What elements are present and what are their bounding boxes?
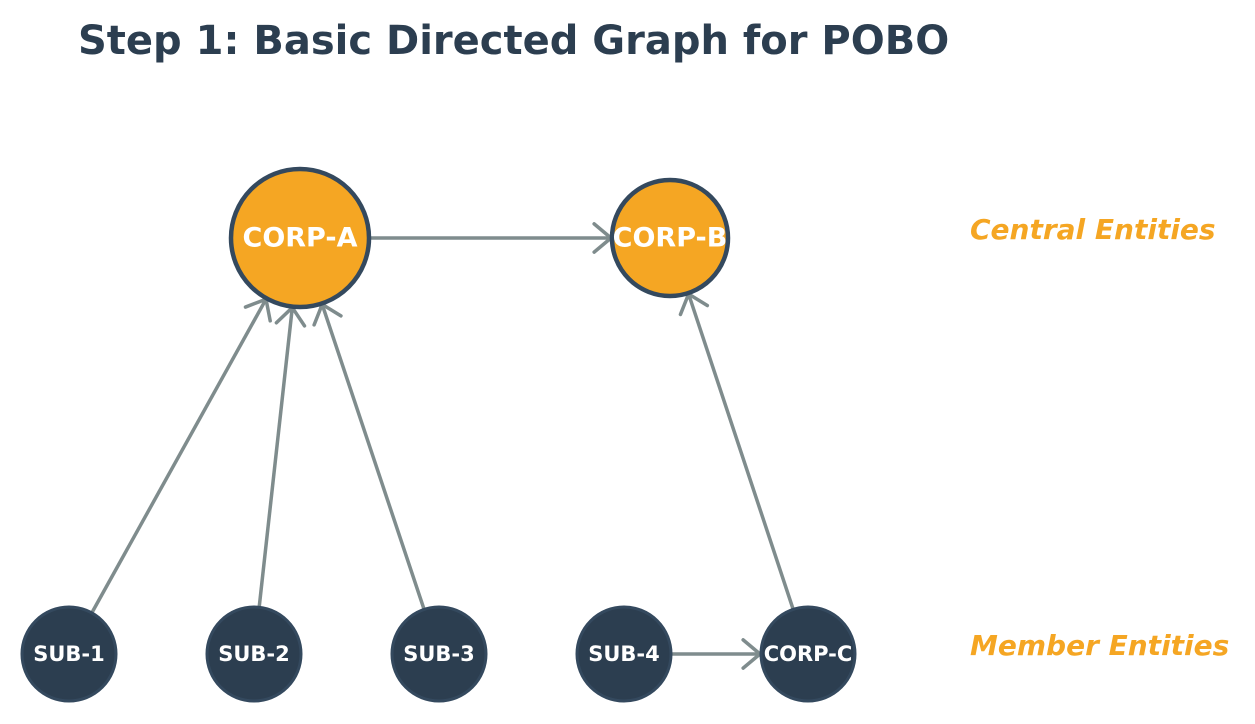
edge-line: [686, 293, 795, 610]
edge-line: [257, 307, 295, 608]
node-sub-3: SUB-3: [390, 605, 488, 703]
diagram-title: Step 1: Basic Directed Graph for POBO: [78, 18, 949, 64]
edge-sub-1-to-corp-a: [90, 297, 272, 614]
node-label: SUB-3: [403, 642, 475, 666]
nodes-layer: CORP-A CORP-B SUB-1 SUB-2 SUB-3 SUB-4 CORP-C: [20, 166, 857, 703]
edge-corp-c-to-corp-b: [678, 292, 795, 610]
node-circle: [205, 605, 303, 703]
node-circle: [228, 166, 372, 310]
node-label: SUB-2: [218, 642, 290, 666]
node-label: CORP-A: [243, 223, 358, 254]
node-label: CORP-B: [613, 223, 728, 254]
node-circle: [609, 177, 731, 299]
node-circle: [390, 605, 488, 703]
edge-line: [90, 298, 268, 614]
node-circle: [575, 605, 673, 703]
node-circle: [20, 605, 118, 703]
edge-corp-a-to-corp-b: [369, 222, 613, 254]
node-label: CORP-C: [764, 642, 853, 666]
node-corp-c: CORP-C: [759, 605, 857, 703]
node-sub-2: SUB-2: [205, 605, 303, 703]
arrowhead: [243, 297, 272, 323]
edge-sub-3-to-corp-a: [312, 302, 426, 610]
node-label: SUB-1: [33, 642, 105, 666]
edges-layer: [90, 222, 795, 670]
edge-sub-4-to-corp-c: [671, 638, 762, 670]
node-circle: [759, 605, 857, 703]
edge-line: [320, 303, 426, 610]
edge-sub-2-to-corp-a: [257, 305, 307, 608]
node-sub-1: SUB-1: [20, 605, 118, 703]
node-corp-b: CORP-B: [609, 177, 731, 299]
legend-central-entities: Central Entities: [970, 213, 1216, 246]
node-corp-a: CORP-A: [228, 166, 372, 310]
node-label: SUB-4: [588, 642, 660, 666]
node-sub-4: SUB-4: [575, 605, 673, 703]
legend-member-entities: Member Entities: [970, 629, 1229, 662]
